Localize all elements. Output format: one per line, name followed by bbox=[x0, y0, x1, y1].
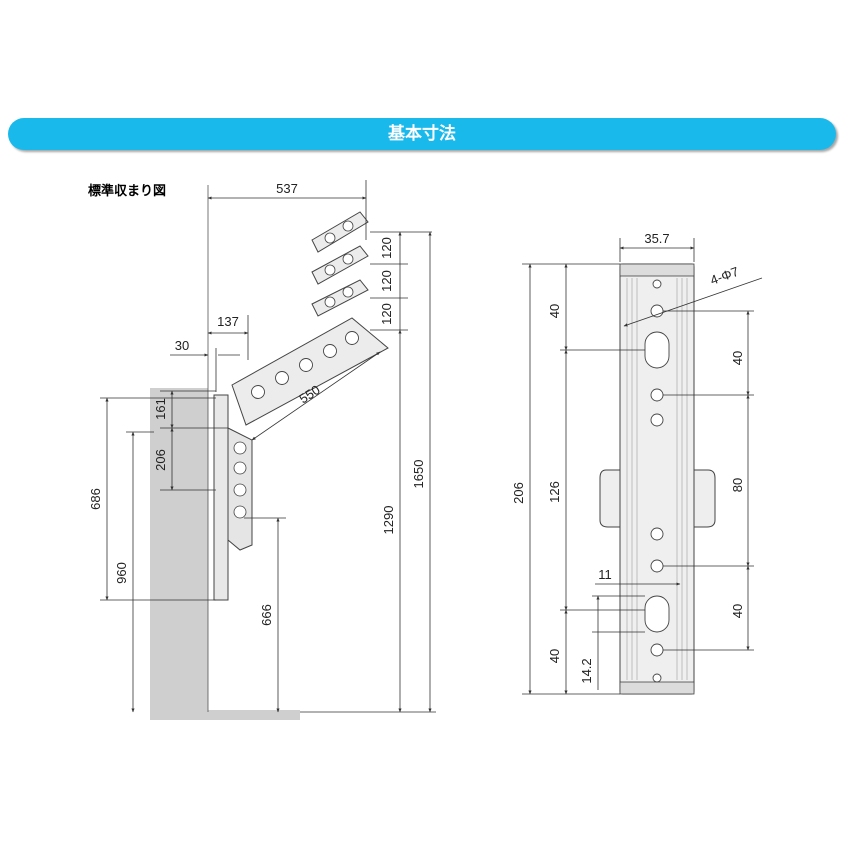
dim-slot-offset: 14.2 bbox=[579, 658, 594, 683]
dim-right-top: 40 bbox=[730, 351, 745, 365]
bar-grooves bbox=[626, 278, 688, 680]
section-header: 基本寸法 bbox=[8, 118, 836, 150]
floor bbox=[150, 710, 300, 720]
front-dim-lines bbox=[522, 238, 763, 695]
mounting-plate bbox=[213, 394, 229, 601]
dim-slot-width: 11 bbox=[598, 567, 612, 582]
dim-max-height-b: 1650 bbox=[411, 460, 426, 489]
bracket-holes bbox=[233, 441, 247, 519]
dim-bracket-top: 161 bbox=[153, 398, 168, 420]
wall bbox=[150, 388, 208, 713]
bar-top-cap bbox=[619, 263, 695, 277]
dim-hole-span: 126 bbox=[547, 481, 562, 503]
dim-holes: 4-Φ7 bbox=[708, 264, 741, 288]
dim-pitch-1: 120 bbox=[379, 237, 394, 259]
dim-total-height: 206 bbox=[511, 482, 526, 504]
bar-bottom-cap bbox=[619, 681, 695, 695]
dim-max-height-a: 1290 bbox=[381, 506, 396, 535]
dim-bottom-offset: 40 bbox=[547, 649, 562, 663]
arm-bar bbox=[231, 317, 389, 426]
left-hook bbox=[599, 469, 620, 528]
side-dim-lines bbox=[100, 180, 436, 713]
dim-bracket-span: 206 bbox=[153, 449, 168, 471]
dim-arm-offset: 137 bbox=[217, 314, 239, 329]
dim-width: 35.7 bbox=[644, 231, 669, 246]
dim-right-middle: 80 bbox=[730, 478, 745, 492]
front-view: 35.7 4-Φ7 206 40 126 40 40 80 40 11 14.2 bbox=[511, 231, 763, 695]
dim-mount-height-b: 960 bbox=[114, 562, 129, 584]
side-view: 537 137 30 550 120 120 120 161 206 686 9… bbox=[88, 180, 436, 720]
dim-top-offset: 40 bbox=[547, 304, 562, 318]
right-hook bbox=[694, 469, 716, 528]
dim-total-reach: 537 bbox=[276, 181, 298, 196]
dim-pitch-3: 120 bbox=[379, 303, 394, 325]
dim-wall-gap: 30 bbox=[175, 338, 189, 353]
stacked-arms bbox=[311, 211, 369, 317]
side-view-caption: 標準収まり図 bbox=[88, 184, 167, 199]
dim-arm-tip-height: 666 bbox=[259, 604, 274, 626]
section-title: 基本寸法 bbox=[388, 124, 456, 144]
dim-pitch-2: 120 bbox=[379, 270, 394, 292]
dim-right-bottom: 40 bbox=[730, 604, 745, 618]
dim-mount-height-a: 686 bbox=[88, 488, 103, 510]
